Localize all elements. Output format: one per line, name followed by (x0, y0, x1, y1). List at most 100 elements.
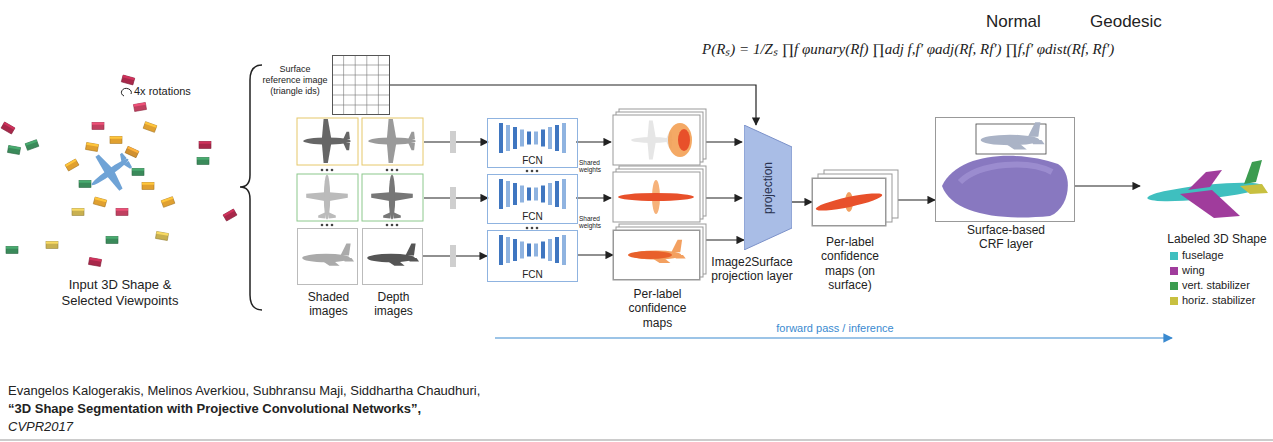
fcn-layers (541, 186, 545, 203)
viewpoint-cubes (223, 209, 237, 221)
fcn-layers (534, 244, 538, 257)
heat-maps (815, 190, 884, 214)
viewpoint-cubes (93, 197, 106, 207)
view-thumbnails (450, 131, 456, 153)
fcn-layers (562, 179, 566, 209)
viewpoint-cubes (121, 75, 134, 85)
legend-swatch (1170, 282, 1178, 290)
viewpoint-cubes (142, 183, 154, 185)
view-images (371, 175, 413, 220)
viewpoint-cubes (85, 143, 98, 152)
ellipsis-dots (386, 169, 389, 172)
confidence-map-box: Per-label confidence maps (613, 230, 700, 280)
node-label: Surface reference image (triangle ids) (260, 64, 330, 96)
legend: fuselagewingvert. stabilizer horiz. stabi… (1170, 248, 1255, 308)
viewpoint-cubes (65, 159, 76, 167)
viewpoint-cubes (110, 137, 122, 144)
confidence-stacks (613, 172, 700, 222)
confidence-stacks (812, 178, 886, 226)
view-images (297, 118, 423, 285)
viewpoint-cubes (132, 169, 144, 176)
viewpoint-cubes (65, 159, 79, 171)
node-label: Per-label confidence maps (on surface) (813, 235, 887, 293)
fcn-layers (555, 125, 559, 151)
fcn-layers (555, 181, 559, 207)
labeled-shape (1188, 170, 1222, 190)
node-label: projection (761, 161, 775, 213)
viewpoint-cubes (197, 158, 209, 160)
input-shape (80, 142, 141, 202)
view-image-box: Shaded images (297, 228, 358, 285)
fcn-layers (513, 183, 517, 205)
viewpoint-cubes (92, 123, 104, 130)
forward-pass-arrow (495, 337, 1172, 338)
view-thumbnails (450, 245, 456, 267)
viewpoint-cubes (6, 247, 18, 254)
viewpoint-cubes (106, 237, 118, 239)
view-images (368, 119, 416, 163)
view-images (297, 228, 358, 285)
projection-layer: projectionImage2Surface projection layer (744, 125, 792, 250)
view-images (297, 118, 358, 165)
crf-illustration (960, 165, 1052, 182)
viewpoint-cubes (142, 183, 154, 190)
fcn-layers (506, 237, 510, 263)
fcn-layers (555, 237, 559, 263)
viewpoint-cubes (86, 143, 98, 147)
fcn-layers (534, 132, 538, 145)
view-image-box: Depth images (362, 228, 423, 285)
viewpoint-cubes (46, 242, 58, 244)
viewpoint-cubes (161, 197, 175, 208)
viewpoint-cubes (123, 75, 135, 80)
view-thumbnails (450, 131, 456, 267)
viewpoint-cubes (223, 209, 237, 221)
viewpoint-cubes (79, 181, 91, 188)
legend-label: horiz. stabilizer (1182, 294, 1255, 307)
view-images (303, 119, 351, 163)
fcn-layers (541, 130, 545, 147)
viewpoint-cubes (132, 169, 144, 176)
reference-image-box: Surface reference image (triangle ids) (332, 55, 390, 115)
row-arrows (576, 141, 611, 142)
reference-grid (332, 55, 390, 115)
viewpoint-cubes (95, 197, 107, 202)
reference-grid (332, 55, 390, 115)
fcn-box: FCN (487, 230, 578, 282)
legend-label: vert. stabilizer (1182, 279, 1250, 292)
viewpoint-cubes (106, 237, 118, 244)
viewpoint-cubes (133, 103, 145, 107)
viewpoint-cubes (8, 146, 20, 150)
node-label: Surface-based CRF layer (954, 223, 1058, 252)
legend-item: fuselage (1170, 248, 1255, 263)
viewpoint-cubes (133, 103, 146, 112)
viewpoint-cubes (1, 75, 237, 266)
viewpoint-cubes (6, 247, 18, 254)
viewpoint-cubes (125, 146, 139, 157)
heat-maps (668, 123, 692, 157)
ellipsis-dots (386, 224, 389, 227)
flow-arrow (1075, 185, 1140, 186)
trapezoid-outline (744, 125, 792, 250)
viewpoint-cubes (121, 75, 134, 85)
row-arrows (701, 197, 742, 198)
ellipsis-dots (321, 169, 539, 230)
view-images (306, 175, 348, 220)
fcn-layers (527, 188, 531, 201)
node-label: FCN (488, 269, 577, 280)
heat-maps (618, 193, 694, 201)
legend-item: wing (1170, 263, 1255, 278)
viewpoint-cubes (125, 146, 139, 157)
ellipsis-dots (396, 224, 399, 227)
ellipsis-dots (391, 169, 394, 172)
ellipsis-dots (321, 169, 324, 172)
legend-label: fuselage (1182, 249, 1224, 262)
heat-maps (678, 129, 690, 151)
ellipsis-dots (531, 170, 534, 173)
viewpoint-cubes (145, 122, 157, 128)
viewpoint-cubes (110, 137, 122, 139)
crf-formula: P(Rₛ) = 1/Zₛ ∏f φunary(Rf) ∏adj f,f′ φad… (702, 40, 1114, 58)
node-label: Shaded images (297, 290, 361, 319)
viewpoint-cubes (93, 197, 106, 207)
viewpoint-cubes (7, 146, 20, 155)
fcn-layers (520, 186, 524, 203)
